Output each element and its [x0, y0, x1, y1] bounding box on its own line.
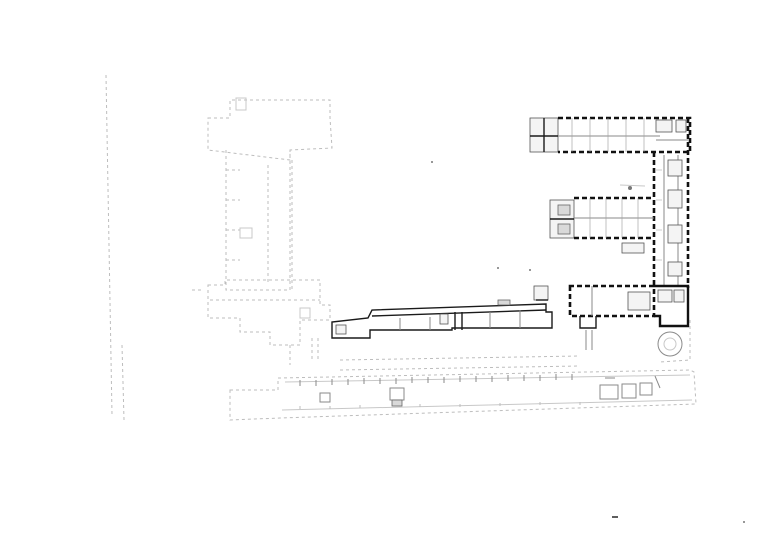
connecting-corridor — [331, 285, 553, 339]
right-main-building — [529, 116, 692, 363]
faint-left-context — [105, 74, 333, 421]
bottom-strip — [229, 355, 697, 421]
stray-marks — [431, 161, 745, 523]
